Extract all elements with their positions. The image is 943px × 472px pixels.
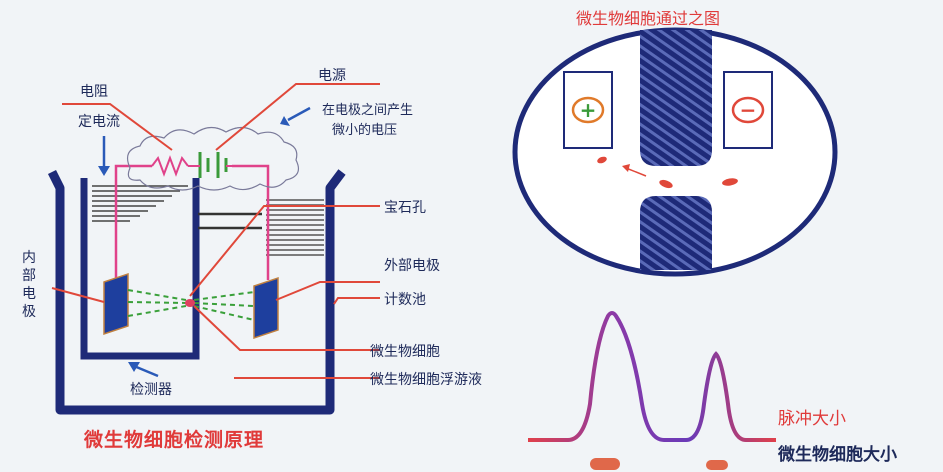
- label-detector: 检测器: [130, 382, 172, 398]
- label-inner-electrode-1: 内: [22, 250, 36, 266]
- label-counting-cell: 计数池: [384, 292, 426, 308]
- label-outer-electrode: 外部电极: [384, 258, 440, 274]
- outer-electrode: [253, 276, 279, 340]
- label-cell-size: 微生物细胞大小: [777, 444, 897, 465]
- label-microbe-suspension: 微生物细胞浮游液: [370, 372, 482, 388]
- label-inner-electrode-4: 极: [22, 304, 36, 320]
- arrow-voltage: [287, 106, 311, 122]
- cell-passing-diagram: 微生物细胞通过之图 + − 脉冲大小 微生物细胞大小: [512, 9, 897, 470]
- counting-cell-vessel: [47, 169, 346, 415]
- circuit-wires: [114, 164, 270, 280]
- orifice-barrier-top: [640, 30, 712, 166]
- microbe-cells: [597, 156, 738, 189]
- microbe-cell-dot: [185, 299, 195, 307]
- label-inner-electrode-3: 电: [22, 286, 36, 302]
- label-constant-current: 定电流: [78, 114, 120, 130]
- label-voltage-note-2: 微小的电压: [332, 122, 397, 138]
- orifice-barrier-bottom: [640, 196, 712, 270]
- detection-apparatus: 电阻 定电流 电源 在电极之间产生 微小的电压 宝石孔 外部电极 计数池 微生物…: [22, 68, 482, 451]
- label-pulse-size: 脉冲大小: [778, 409, 846, 429]
- detector-tube: [80, 178, 200, 360]
- plus-icon: +: [580, 98, 597, 122]
- left-title: 微生物细胞检测原理: [83, 428, 264, 451]
- right-title: 微生物细胞通过之图: [576, 9, 720, 28]
- cell-size-marker-1: [590, 458, 620, 470]
- field-lines: [127, 289, 255, 321]
- label-jewel-hole: 宝石孔: [384, 200, 426, 216]
- resistor-icon: [151, 155, 189, 177]
- suspension-liquid-lines: [266, 199, 324, 256]
- leader-lines: [51, 83, 380, 379]
- label-power-source: 电源: [318, 68, 346, 84]
- inner-electrode: [103, 272, 129, 336]
- arrow-detector: [133, 364, 159, 378]
- battery-icon: [198, 152, 228, 178]
- label-microbe-cell: 微生物细胞: [370, 344, 440, 360]
- label-resistor: 电阻: [80, 84, 108, 100]
- label-inner-electrode-2: 部: [22, 268, 36, 284]
- minus-icon: −: [740, 98, 757, 122]
- voltage-cloud: [127, 126, 299, 191]
- label-voltage-note-1: 在电极之间产生: [322, 103, 413, 118]
- detector-liquid-lines: [92, 185, 188, 222]
- pulse-waveform: [528, 311, 776, 442]
- cell-size-marker-2: [706, 460, 728, 470]
